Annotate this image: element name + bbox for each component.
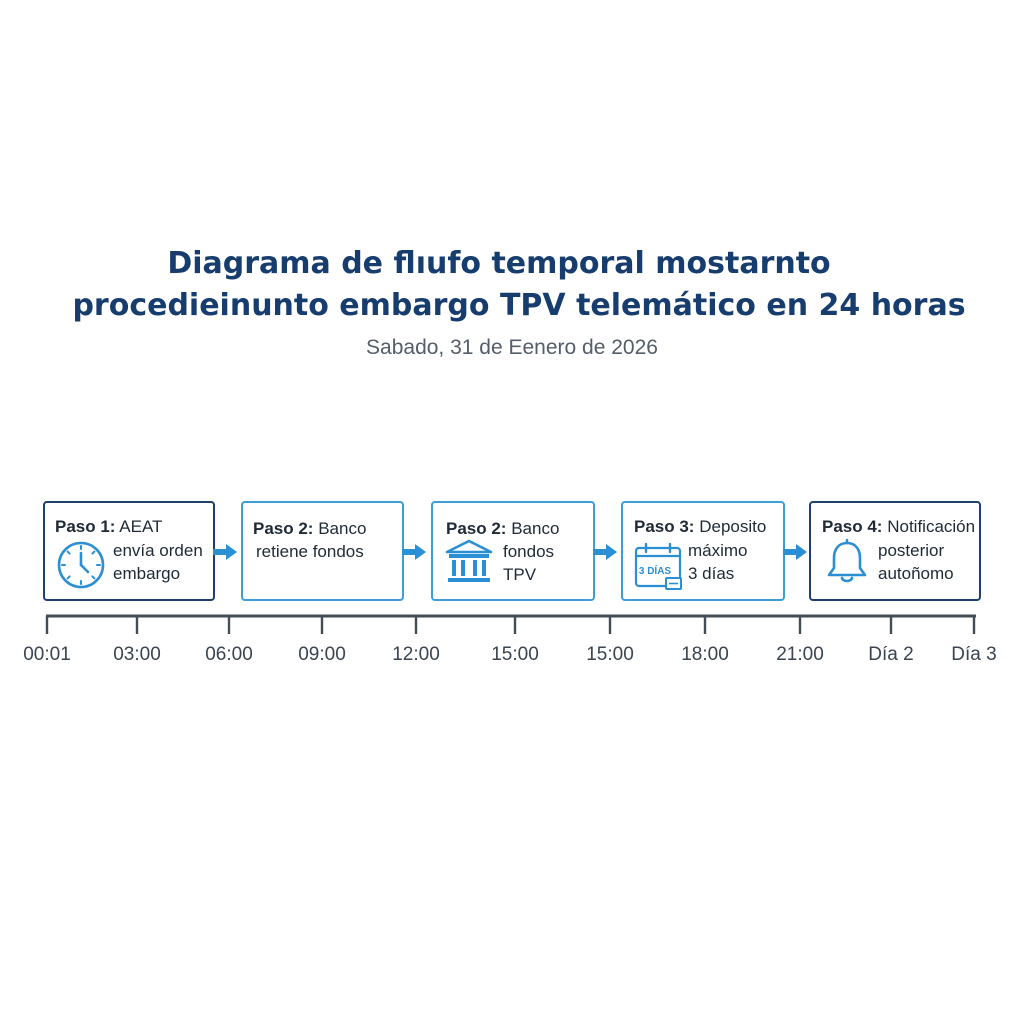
arrow-icon [783,544,807,560]
step-2-line-2: retiene fondos [256,542,364,561]
timeline-tick-label: 15:00 [491,644,539,665]
clock-icon [57,541,105,589]
step-4-line-2: máximo [688,541,748,560]
step-5-line-2: posterior [878,541,945,560]
timeline-tick-label: 21:00 [776,644,824,665]
step-1-box: Paso 1: AEAT envía orden embargo [43,501,215,601]
step-4-line-1: Paso 3: Deposito [634,517,767,536]
timeline-axis [45,614,976,634]
step-2-box: Paso 2: Banco retiene fondos [241,501,404,601]
step-4-line-3: 3 días [688,564,735,583]
diagram-title-line-2: procedieinunto embargo TPV telemático en… [72,288,966,323]
step-3-line-3: TPV [503,565,537,584]
arrow-icon [402,544,426,560]
step-3-line-1: Paso 2: Banco [446,519,560,538]
arrow-icon [213,544,237,560]
timeline-tick-label: 15:00 [586,644,634,665]
timeline-tick-label: 00:01 [23,644,71,665]
arrow-icon [593,544,617,560]
step-1-line-3: embargo [113,564,181,583]
bell-icon [827,538,867,583]
timeline-ticks [45,616,976,634]
calendar-icon-text: 3 DÍAS [639,564,672,577]
timeline-tick-label: 18:00 [681,644,729,665]
step-5-box: Paso 4: Notificación posterior autoñomo [809,501,981,601]
step-1-line-2: envía orden [113,541,203,560]
timeline-tick-label: 09:00 [298,644,346,665]
step-3-line-2: fondos [503,542,555,561]
timeline-tick-label: 06:00 [205,644,253,665]
diagram-title-line-1: Diagrama de flıufo temporal mostarnto [167,246,831,281]
step-5-line-3: autoñomo [878,564,954,583]
calendar-icon: 3 DÍAS [634,542,682,590]
timeline-tick-label: 03:00 [113,644,161,665]
step-3-box: Paso 2: Banco fondos TPV [431,501,595,601]
bank-icon [445,539,493,582]
step-4-box: 3 DÍAS Paso 3: Deposito máximo 3 días [621,501,785,601]
diagram-subtitle: Sabado, 31 de Eenero de 2026 [366,336,658,359]
timeline-tick-label: 12:00 [392,644,440,665]
timeline-tick-label: Día 2 [868,644,914,665]
step-1-line-1: Paso 1: AEAT [55,517,163,536]
step-2-line-1: Paso 2: Banco [253,519,367,538]
timeline-tick-label: Día 3 [951,644,997,665]
step-5-line-1: Paso 4: Notificación [822,517,976,536]
